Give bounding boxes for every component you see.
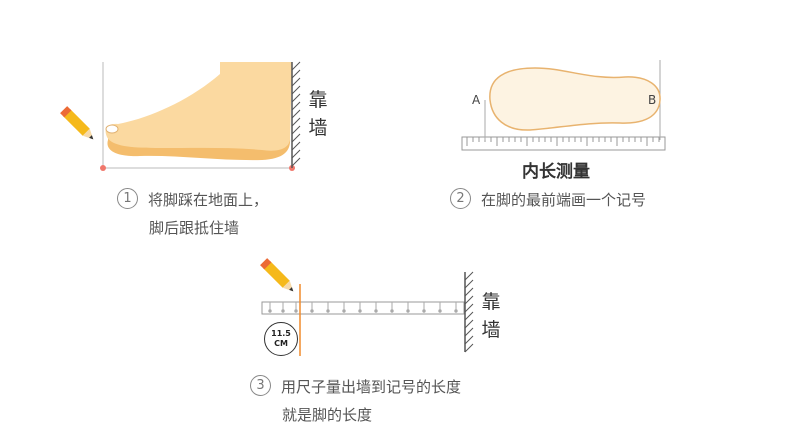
- badge-value: 11.5: [271, 329, 291, 338]
- step2-point-b: B: [648, 93, 657, 107]
- step3-ruler: [261, 301, 465, 315]
- insole-shape: [489, 67, 661, 131]
- step1-wall-label-bottom: 墙: [308, 117, 328, 139]
- step3-illustration: [260, 258, 474, 356]
- step1-toe-dot: [100, 165, 106, 171]
- step1-pencil-icon: [60, 106, 94, 140]
- step1-wall-label: 靠 墙: [306, 86, 330, 142]
- step1-number: 1: [117, 188, 138, 209]
- step1-wall-label-top: 靠: [308, 89, 328, 111]
- step2-title: 内长测量: [522, 162, 590, 182]
- step1-caption-line1: 将脚踩在地面上，: [148, 191, 269, 209]
- step2-point-a: A: [472, 93, 481, 107]
- toenail: [105, 124, 119, 134]
- step3-caption-line2: 就是脚的长度: [282, 406, 373, 424]
- step3-wall-label-top: 靠: [481, 291, 501, 313]
- step3-caption-line1: 用尺子量出墙到记号的长度: [281, 378, 462, 396]
- step2-ruler-ticks: [466, 137, 660, 146]
- step3-number: 3: [250, 375, 271, 396]
- foot-shape: [105, 62, 292, 151]
- badge-unit: CM: [274, 339, 288, 348]
- step3-wall-label-bottom: 墙: [481, 319, 501, 341]
- step1-wall-hatch: [291, 61, 301, 167]
- step2-number: 2: [450, 188, 471, 209]
- measurement-badge: 11.5 CM: [264, 322, 298, 356]
- step2-caption: 2 在脚的最前端画一个记号: [450, 186, 646, 214]
- step3-wall-label: 靠 墙: [479, 288, 503, 344]
- step1-illustration: [60, 61, 301, 171]
- step1-caption-line2: 脚后跟抵住墙: [149, 219, 240, 237]
- step3-wall-hatch: [464, 271, 474, 353]
- step2-illustration: [461, 60, 666, 151]
- step3-pencil-icon: [260, 258, 294, 292]
- step3-ruler-ticks: [268, 302, 458, 313]
- step2-caption-line1: 在脚的最前端画一个记号: [481, 191, 647, 209]
- step1-caption: 1 将脚踩在地面上， 脚后跟抵住墙: [117, 186, 268, 242]
- step3-caption: 3 用尺子量出墙到记号的长度 就是脚的长度: [250, 373, 461, 429]
